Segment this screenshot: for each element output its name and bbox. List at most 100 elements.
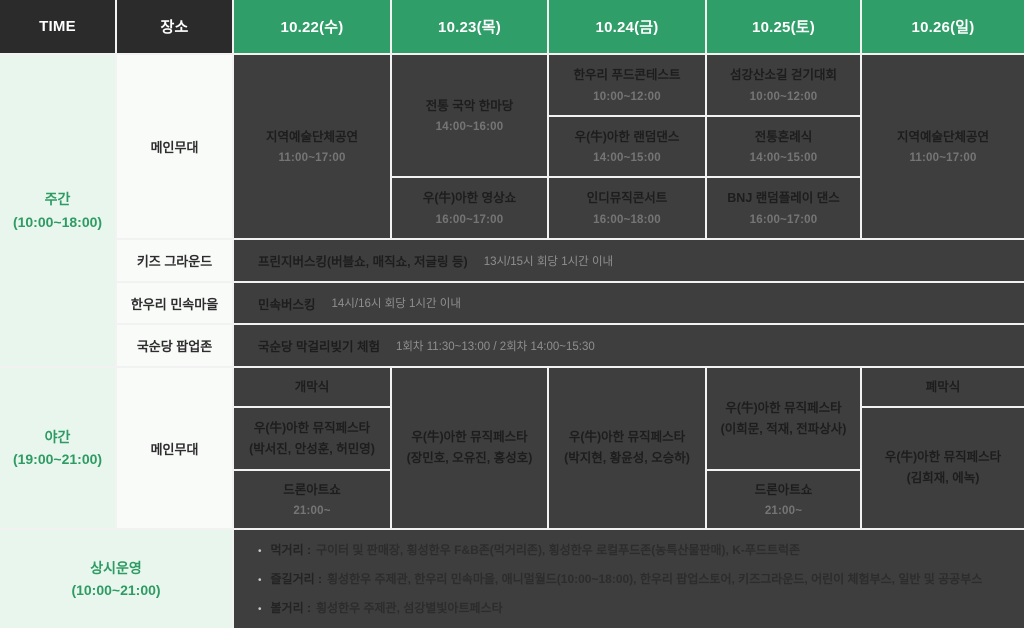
event-cell: 전통 국악 한마당 14:00~16:00 <box>392 55 547 176</box>
strip-kids-ground: 프린지버스킹(버블쇼, 매직쇼, 저글링 등) 13시/15시 회당 1시간 이… <box>234 240 1024 281</box>
event-time: 14:00~15:00 <box>749 152 818 165</box>
place-popup-zone: 국순당 팝업존 <box>117 325 232 366</box>
night-range: (19:00~21:00) <box>12 451 103 467</box>
header-day-wed: 10.22(수) <box>234 0 390 53</box>
strip-note: 13시/15시 회당 1시간 이내 <box>483 255 614 268</box>
event-time: 21:00~ <box>293 505 331 518</box>
event-time: 16:00~17:00 <box>749 214 818 227</box>
event-title: 지역예술단체공연 <box>896 129 989 144</box>
info-bullet-food: • 먹거리 : 구이터 및 판매장, 횡성한우 F&B존(먹거리존), 횡성한우 … <box>258 541 1024 559</box>
event-lineup: (박서진, 안성훈, 허민영) <box>249 441 375 456</box>
event-title: 폐막식 <box>925 379 961 394</box>
night-title: 야간 <box>44 428 71 445</box>
always-section-label: 상시운영 (10:00~21:00) <box>0 530 232 628</box>
night-section-label: 야간 (19:00~21:00) <box>0 368 115 528</box>
event-title: 우(牛)아한 뮤직페스타 <box>568 430 686 445</box>
place-minsok-village: 한우리 민속마을 <box>117 283 232 323</box>
always-info-panel: • 먹거리 : 구이터 및 판매장, 횡성한우 F&B존(먹거리존), 횡성한우 … <box>234 530 1024 628</box>
daytime-section-label: 주간 (10:00~18:00) <box>0 55 115 366</box>
always-range: (10:00~21:00) <box>71 582 161 598</box>
event-time: 10:00~12:00 <box>593 90 661 103</box>
day-column-1023: 전통 국악 한마당 14:00~16:00 우(牛)아한 영상쇼 16:00~1… <box>392 55 547 238</box>
event-time: 14:00~15:00 <box>593 152 661 165</box>
event-lineup: (장민호, 오유진, 홍성호) <box>406 451 533 465</box>
place-main-stage-night: 메인무대 <box>117 368 232 528</box>
event-cell-day-1022: 지역예술단체공연 11:00~17:00 <box>234 55 390 238</box>
event-title: BNJ 랜덤플레이 댄스 <box>727 191 840 206</box>
event-title: 전통혼례식 <box>754 129 813 144</box>
header-day-sat: 10.25(토) <box>707 0 860 53</box>
night-column-1025: 우(牛)아한 뮤직페스타 (이희문, 적재, 전파상사) 드론아트쇼 21:00… <box>707 368 860 528</box>
strip-note: 14시/16시 회당 1시간 이내 <box>331 298 461 310</box>
event-opening-ceremony: 개막식 <box>234 368 390 406</box>
bullet-text: 구이터 및 판매장, 횡성한우 F&B존(먹거리존), 횡성한우 로컬푸드존(농… <box>315 543 801 557</box>
event-cell: 우(牛)아한 영상쇼 16:00~17:00 <box>392 178 547 238</box>
day-column-1025: 섬강산소길 걷기대회 10:00~12:00 전통혼례식 14:00~15:00… <box>707 55 860 239</box>
bullet-label: 즐길거리 : <box>270 572 323 586</box>
event-title: 한우리 푸드콘테스트 <box>573 67 681 82</box>
event-title: 섬강산소길 걷기대회 <box>730 67 837 82</box>
event-time: 10:00~12:00 <box>749 90 818 103</box>
event-cell: 우(牛)아한 뮤직페스타 (이희문, 적재, 전파상사) <box>707 368 860 469</box>
event-time: 16:00~18:00 <box>593 214 661 227</box>
daytime-title: 주간 <box>44 191 71 208</box>
strip-title: 국순당 막걸리빚기 체험 <box>258 340 380 354</box>
event-cell: 섬강산소길 걷기대회 10:00~12:00 <box>707 55 860 115</box>
header-day-sun: 10.26(일) <box>862 0 1024 53</box>
strip-title: 프린지버스킹(버블쇼, 매직쇼, 저글링 등) <box>258 255 468 269</box>
event-time: 11:00~17:00 <box>909 152 977 165</box>
strip-title: 민속버스킹 <box>258 297 316 312</box>
bullet-label: 먹거리 : <box>270 543 311 557</box>
event-cell: 우(牛)아한 랜덤댄스 14:00~15:00 <box>549 116 705 177</box>
event-title: 드론아트쇼 <box>754 482 813 497</box>
info-bullet-sights: • 볼거리 : 횡성한우 주제관, 섬강별빛아트페스타 <box>258 599 1024 617</box>
event-time: 11:00~17:00 <box>278 152 346 165</box>
event-time: 21:00~ <box>764 505 803 518</box>
event-title: 개막식 <box>294 379 330 394</box>
daytime-range: (10:00~18:00) <box>12 213 103 230</box>
bullet-text: 횡성한우 주제관, 섬강별빛아트페스타 <box>315 601 503 615</box>
event-closing-ceremony: 폐막식 <box>862 368 1024 406</box>
place-main-stage: 메인무대 <box>117 55 232 238</box>
event-title: 우(牛)아한 뮤직페스타 <box>411 430 528 445</box>
event-title: 드론아트쇼 <box>283 482 341 497</box>
place-kids-ground: 키즈 그라운드 <box>117 240 232 281</box>
strip-minsok-village: 민속버스킹 14시/16시 회당 1시간 이내 <box>234 283 1024 323</box>
night-column-1024: 우(牛)아한 뮤직페스타 (박지현, 황윤성, 오승하) <box>549 368 705 528</box>
bullet-icon: • <box>258 575 262 586</box>
event-lineup: (박지현, 황윤성, 오승하) <box>564 451 690 465</box>
event-title: 우(牛)아한 뮤직페스타 <box>725 400 842 415</box>
event-cell: 우(牛)아한 뮤직페스타 (박서진, 안성훈, 허민영) <box>234 408 390 469</box>
event-cell: 전통혼례식 14:00~15:00 <box>707 116 860 177</box>
event-cell: 한우리 푸드콘테스트 10:00~12:00 <box>549 55 705 115</box>
header-day-thu: 10.23(목) <box>392 0 547 53</box>
event-lineup: (김희재, 에녹) <box>906 471 980 485</box>
event-title: 전통 국악 한마당 <box>425 98 514 113</box>
day-column-1024: 한우리 푸드콘테스트 10:00~12:00 우(牛)아한 랜덤댄스 14:00… <box>549 55 705 239</box>
event-cell-day-1026: 지역예술단체공연 11:00~17:00 <box>862 55 1024 238</box>
header-day-fri: 10.24(금) <box>549 0 705 53</box>
header-place-cell: 장소 <box>117 0 232 53</box>
event-drone-show: 드론아트쇼 21:00~ <box>234 471 390 528</box>
event-drone-show: 드론아트쇼 21:00~ <box>707 471 860 528</box>
bullet-icon: • <box>258 546 262 557</box>
event-cell: 인디뮤직콘서트 16:00~18:00 <box>549 178 705 239</box>
event-time: 16:00~17:00 <box>435 213 504 226</box>
always-title: 상시운영 <box>90 559 142 576</box>
event-title: 우(牛)아한 랜덤댄스 <box>574 129 680 144</box>
night-column-1026: 폐막식 우(牛)아한 뮤직페스타 (김희재, 에녹) <box>862 368 1024 528</box>
event-title: 지역예술단체공연 <box>265 129 358 144</box>
strip-popup-zone: 국순당 막걸리빚기 체험 1회차 11:30~13:00 / 2회차 14:00… <box>234 325 1024 366</box>
bullet-text: 횡성한우 주제관, 한우리 민속마을, 애니멀월드(10:00~18:00), … <box>327 572 983 586</box>
event-cell: BNJ 랜덤플레이 댄스 16:00~17:00 <box>707 178 860 239</box>
event-title: 우(牛)아한 영상쇼 <box>422 191 517 206</box>
info-bullet-activities: • 즐길거리 : 횡성한우 주제관, 한우리 민속마을, 애니멀월드(10:00~… <box>258 570 1024 588</box>
night-column-1023: 우(牛)아한 뮤직페스타 (장민호, 오유진, 홍성호) <box>392 368 547 528</box>
bullet-label: 볼거리 : <box>270 601 311 615</box>
night-column-1022: 개막식 우(牛)아한 뮤직페스타 (박서진, 안성훈, 허민영) 드론아트쇼 2… <box>234 368 390 528</box>
strip-note: 1회차 11:30~13:00 / 2회차 14:00~15:30 <box>395 340 595 353</box>
header-time-cell: TIME <box>0 0 115 53</box>
bullet-icon: • <box>258 604 262 615</box>
event-lineup: (이희문, 적재, 전파상사) <box>720 421 847 436</box>
